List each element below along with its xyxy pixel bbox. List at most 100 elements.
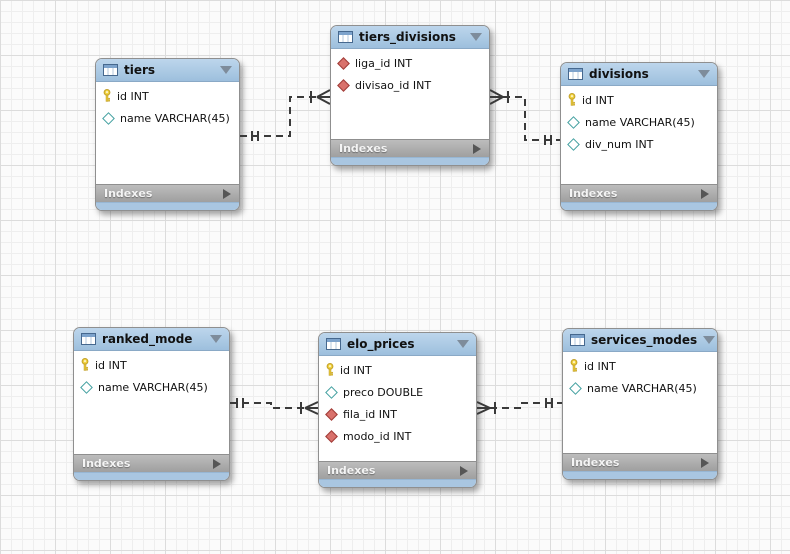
- indexes-label: Indexes: [327, 464, 376, 477]
- column-label: preco DOUBLE: [343, 385, 424, 399]
- nullable-diamond-icon: [567, 137, 580, 151]
- column-label: fila_id INT: [343, 407, 397, 421]
- table-columns: id INT name VARCHAR(45): [96, 82, 239, 184]
- collapse-arrow-icon[interactable]: [457, 340, 469, 348]
- table-bottom-strip: [96, 202, 239, 210]
- relationship-ranked_mode-elo_prices[interactable]: [230, 398, 319, 415]
- table-elo_prices[interactable]: elo_prices id INT preco DOUBLE fila_id INT…: [318, 332, 477, 488]
- table-icon: [338, 28, 353, 47]
- primary-key-icon: [80, 356, 90, 375]
- table-tiers[interactable]: tiers id INT name VARCHAR(45) Indexes: [95, 58, 240, 211]
- relationship-tiers-tiers_divisions[interactable]: [240, 89, 331, 141]
- column-row[interactable]: name VARCHAR(45): [96, 107, 239, 129]
- column-row[interactable]: name VARCHAR(45): [563, 377, 717, 399]
- table-title: divisions: [589, 67, 649, 81]
- table-header[interactable]: services_modes: [563, 329, 717, 352]
- column-row[interactable]: name VARCHAR(45): [561, 111, 717, 133]
- collapse-arrow-icon[interactable]: [220, 66, 232, 74]
- foreign-key-diamond-icon: [325, 429, 338, 443]
- column-row[interactable]: id INT: [319, 359, 476, 381]
- primary-key-icon: [102, 87, 112, 106]
- column-label: name VARCHAR(45): [120, 111, 230, 125]
- indexes-bar[interactable]: Indexes: [74, 454, 229, 472]
- table-icon: [81, 330, 96, 349]
- column-label: liga_id INT: [355, 56, 413, 70]
- indexes-label: Indexes: [569, 187, 618, 200]
- table-title: tiers_divisions: [359, 30, 456, 44]
- indexes-bar[interactable]: Indexes: [563, 453, 717, 471]
- foreign-key-diamond-icon: [337, 56, 350, 70]
- column-label: modo_id INT: [343, 429, 412, 443]
- nullable-diamond-icon: [325, 385, 338, 399]
- table-title: ranked_mode: [102, 332, 193, 346]
- column-row[interactable]: divisao_id INT: [331, 74, 489, 96]
- indexes-label: Indexes: [571, 456, 620, 469]
- nullable-diamond-icon: [567, 115, 580, 129]
- indexes-label: Indexes: [339, 142, 388, 155]
- column-row[interactable]: modo_id INT: [319, 425, 476, 447]
- column-label: id INT: [584, 359, 616, 373]
- table-divisions[interactable]: divisions id INT name VARCHAR(45) div_num …: [560, 62, 718, 211]
- table-columns: id INT preco DOUBLE fila_id INT modo_id INT: [319, 356, 476, 461]
- expand-arrow-icon[interactable]: [701, 188, 709, 199]
- table-ranked_mode[interactable]: ranked_mode id INT name VARCHAR(45) Index…: [73, 327, 230, 481]
- indexes-bar[interactable]: Indexes: [331, 139, 489, 157]
- column-label: id INT: [95, 358, 127, 372]
- table-header[interactable]: elo_prices: [319, 333, 476, 356]
- indexes-label: Indexes: [104, 187, 153, 200]
- indexes-bar[interactable]: Indexes: [319, 461, 476, 479]
- nullable-diamond-icon: [80, 380, 93, 394]
- collapse-arrow-icon[interactable]: [470, 33, 482, 41]
- table-header[interactable]: tiers_divisions: [331, 26, 489, 49]
- primary-key-icon: [567, 91, 577, 110]
- table-title: elo_prices: [347, 337, 415, 351]
- table-icon: [570, 331, 585, 350]
- collapse-arrow-icon[interactable]: [698, 70, 710, 78]
- column-label: id INT: [117, 89, 149, 103]
- column-row[interactable]: div_num INT: [561, 133, 717, 155]
- column-row[interactable]: fila_id INT: [319, 403, 476, 425]
- collapse-arrow-icon[interactable]: [210, 335, 222, 343]
- expand-arrow-icon[interactable]: [223, 188, 231, 199]
- column-label: name VARCHAR(45): [587, 381, 697, 395]
- table-icon: [326, 335, 341, 354]
- expand-arrow-icon[interactable]: [213, 458, 221, 469]
- table-columns: liga_id INT divisao_id INT: [331, 49, 489, 139]
- indexes-bar[interactable]: Indexes: [96, 184, 239, 202]
- column-row[interactable]: id INT: [96, 85, 239, 107]
- column-row[interactable]: preco DOUBLE: [319, 381, 476, 403]
- column-row[interactable]: id INT: [563, 355, 717, 377]
- expand-arrow-icon[interactable]: [701, 457, 709, 468]
- column-label: id INT: [340, 363, 372, 377]
- table-title: services_modes: [591, 333, 698, 347]
- indexes-bar[interactable]: Indexes: [561, 184, 717, 202]
- column-row[interactable]: name VARCHAR(45): [74, 376, 229, 398]
- collapse-arrow-icon[interactable]: [703, 336, 716, 344]
- table-tiers_divisions[interactable]: tiers_divisions liga_id INT divisao_id IN…: [330, 25, 490, 166]
- table-title: tiers: [124, 63, 156, 77]
- foreign-key-diamond-icon: [325, 407, 338, 421]
- foreign-key-diamond-icon: [337, 78, 350, 92]
- column-row[interactable]: id INT: [74, 354, 229, 376]
- column-row[interactable]: liga_id INT: [331, 52, 489, 74]
- table-header[interactable]: divisions: [561, 63, 717, 86]
- table-columns: id INT name VARCHAR(45): [563, 352, 717, 453]
- relationship-divisions-tiers_divisions[interactable]: [489, 89, 560, 145]
- primary-key-icon: [569, 357, 579, 376]
- column-label: name VARCHAR(45): [98, 380, 208, 394]
- table-bottom-strip: [561, 202, 717, 210]
- table-header[interactable]: ranked_mode: [74, 328, 229, 351]
- table-bottom-strip: [319, 479, 476, 487]
- table-columns: id INT name VARCHAR(45) div_num INT: [561, 86, 717, 184]
- table-columns: id INT name VARCHAR(45): [74, 351, 229, 454]
- expand-arrow-icon[interactable]: [460, 465, 468, 476]
- table-header[interactable]: tiers: [96, 59, 239, 82]
- expand-arrow-icon[interactable]: [473, 143, 481, 154]
- column-label: name VARCHAR(45): [585, 115, 695, 129]
- relationship-services_modes-elo_prices[interactable]: [476, 398, 562, 415]
- column-row[interactable]: id INT: [561, 89, 717, 111]
- table-icon: [568, 65, 583, 84]
- table-services_modes[interactable]: services_modes id INT name VARCHAR(45) In…: [562, 328, 718, 480]
